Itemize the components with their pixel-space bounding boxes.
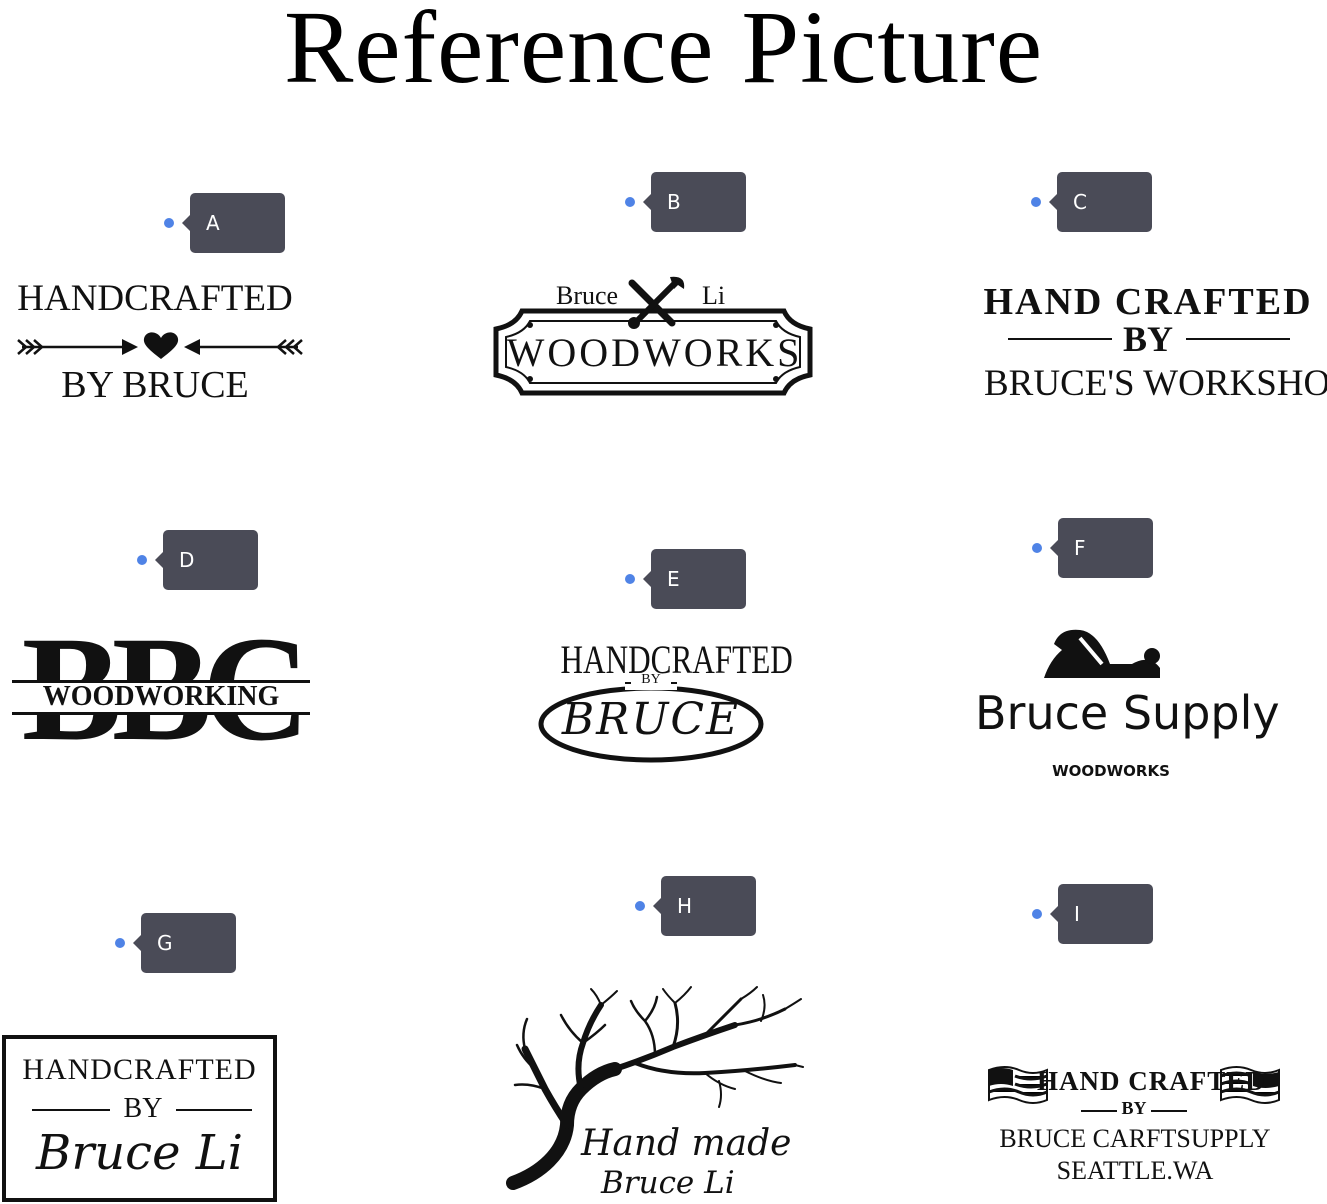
tag-a[interactable]: A [164,193,285,253]
page-title: Reference Picture [283,0,1043,105]
logo-g[interactable]: HANDCRAFTED BY Bruce Li [2,1035,277,1202]
tag-label: H [677,894,693,918]
logo-i-line2: BRUCE CARFTSUPPLY [999,1124,1271,1153]
logo-a[interactable]: HANDCRAFTED BY BRUCE [10,275,310,415]
tag-label: E [667,567,680,591]
tag-dot-icon [625,574,635,584]
logo-f-name: Bruce Supply [975,686,1280,740]
logo-i-line1: HAND CRAFTED [1037,1066,1266,1096]
tag-d[interactable]: D [137,530,258,590]
logo-e-by: BY [641,672,661,687]
tag-label: I [1074,902,1080,926]
logo-h-line1: Hand made [581,1123,792,1164]
tag-dot-icon [1031,197,1041,207]
logo-f-sub: WOODWORKS [1052,762,1170,780]
tag-label: F [1074,536,1086,560]
tag-i[interactable]: I [1032,884,1153,944]
logo-a-line2: BY BRUCE [61,364,249,406]
tag-dot-icon [635,901,645,911]
logo-g-line1: HANDCRAFTED [22,1053,257,1086]
logo-b[interactable]: Bruce Li WOODWORKS [492,275,817,400]
tag-dot-icon [137,555,147,565]
tag-g[interactable]: G [115,913,236,973]
logo-c-by: BY [1122,319,1173,359]
heart-arrows-icon [17,332,303,359]
logo-b-left: Bruce [556,281,619,310]
tag-f[interactable]: F [1032,518,1153,578]
tag-label: G [157,931,173,955]
flag-icon [988,1066,1048,1104]
tag-c[interactable]: C [1031,172,1152,232]
tag-b[interactable]: B [625,172,746,232]
logo-c-line2: BRUCE'S WORKSHOP [984,363,1327,404]
tag-dot-icon [625,197,635,207]
tag-dot-icon [1032,909,1042,919]
tag-label: C [1073,190,1087,214]
logo-i-by: BY [1121,1098,1147,1118]
tag-label: B [667,190,681,214]
logo-a-line1: HANDCRAFTED [17,278,293,319]
tag-label: D [179,548,195,572]
logo-b-right: Li [702,281,726,310]
logo-g-name: Bruce Li [36,1125,243,1181]
logo-i[interactable]: HAND CRAFTED BY BRUCE CARFTSUPPLY SEATTL… [985,1060,1285,1190]
tree-icon [506,986,804,1190]
tag-h[interactable]: H [635,876,756,936]
logo-e-name: BRUCE [561,694,741,745]
oval-frame-icon [538,676,764,763]
flag-icon [1220,1066,1280,1104]
logo-d[interactable]: BBC WOODWORKING [12,614,310,764]
tag-label: A [206,211,220,235]
tag-dot-icon [164,218,174,228]
hand-plane-icon [1044,629,1160,678]
logo-c[interactable]: HAND CRAFTED BY BRUCE'S WORKSHOP [980,280,1327,410]
logo-h[interactable]: Hand made Bruce Li [505,985,805,1201]
logo-f[interactable]: Bruce Supply WOODWORKS [975,620,1280,790]
logo-e[interactable]: HANDCRAFTED BY BRUCE [535,636,793,766]
tag-e[interactable]: E [625,549,746,609]
logo-b-main: WOODWORKS [506,330,803,375]
logo-c-line1: HAND CRAFTED [983,281,1313,323]
logo-h-line2: Bruce Li [601,1165,735,1201]
logo-d-band: WOODWORKING [42,681,280,712]
tag-dot-icon [1032,543,1042,553]
sign-frame-icon [493,276,813,396]
tag-dot-icon [115,938,125,948]
logo-i-line3: SEATTLE.WA [1056,1156,1214,1185]
logo-g-by: BY [123,1093,163,1124]
wrench-screwdriver-icon [628,276,685,329]
